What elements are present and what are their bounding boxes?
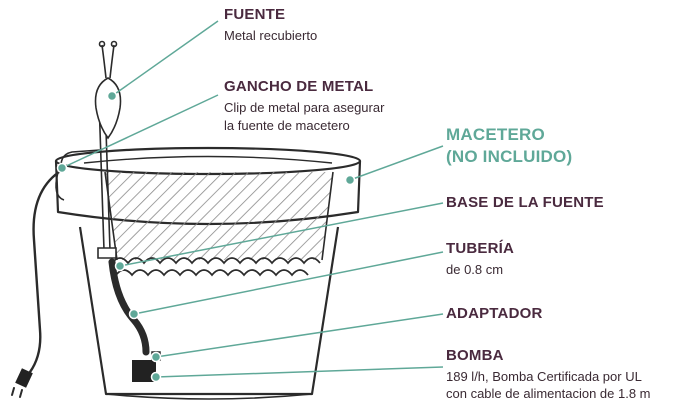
tuberia-desc: de 0.8 cm <box>446 262 504 277</box>
bomba-desc-line1: 189 l/h, Bomba Certificada por UL <box>446 369 642 384</box>
fountain-base <box>104 171 334 277</box>
power-cord <box>11 168 64 398</box>
connector-dots <box>56 90 356 383</box>
tuberia-title: TUBERÍA <box>446 240 515 257</box>
bomba-desc-line2: con cable de alimentacion de 1.8 m <box>446 386 651 401</box>
bomba-title: BOMBA <box>446 347 504 364</box>
pot <box>54 146 362 400</box>
adaptador-title: ADAPTADOR <box>446 305 543 322</box>
gancho-desc-line1: Clip de metal para asegurar <box>224 100 385 115</box>
macetero-title-line1: MACETERO <box>446 125 545 144</box>
tubing <box>108 258 150 356</box>
macetero-title-line2: (NO INCLUIDO) <box>446 147 573 166</box>
fuente-desc: Metal recubierto <box>224 28 318 43</box>
gancho-desc-line2: la fuente de macetero <box>224 118 350 133</box>
leader-lines <box>61 20 444 378</box>
base-title: BASE DE LA FUENTE <box>446 194 604 211</box>
gancho-title: GANCHO DE METAL <box>224 78 374 95</box>
fountain-figure <box>94 40 122 259</box>
fuente-title: FUENTE <box>224 6 286 23</box>
